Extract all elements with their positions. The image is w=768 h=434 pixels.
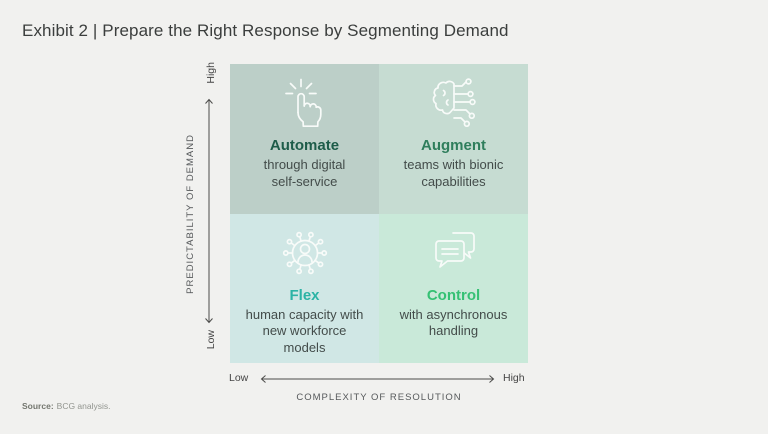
source-text: BCG analysis.	[56, 401, 111, 411]
x-axis-high-label: High	[503, 372, 525, 384]
quadrant-title: Flex	[289, 286, 320, 304]
source-note: Source:BCG analysis.	[22, 401, 111, 411]
y-axis-low-label: Low	[205, 330, 217, 350]
quadrant-control: Control with asynchronous handling	[379, 213, 528, 363]
brain-circuit-icon	[426, 73, 482, 133]
quadrant-flex: Flex human capacity with new workforce m…	[230, 213, 379, 363]
quadrant-title: Control	[426, 286, 481, 304]
chat-bubbles-icon	[426, 223, 482, 283]
quadrant-matrix: Automate through digital self-service	[230, 64, 528, 363]
y-axis-arrow	[203, 94, 215, 333]
source-label: Source:	[22, 401, 54, 411]
tap-finger-icon	[277, 73, 333, 133]
quadrant-description: with asynchronous handling	[399, 306, 508, 339]
exhibit-title: Exhibit 2 | Prepare the Right Response b…	[22, 21, 509, 40]
quadrant-description: human capacity with new workforce models	[245, 306, 364, 355]
quadrant-augment: Augment teams with bionic capabilities	[379, 64, 528, 214]
y-axis-title: PREDICTABILITY OF DEMAND	[185, 64, 196, 363]
y-axis-high-label: High	[205, 62, 217, 84]
quadrant-description: through digital self-service	[263, 157, 346, 189]
y-axis-title-text: PREDICTABILITY OF DEMAND	[185, 133, 196, 294]
quadrant-title: Automate	[269, 137, 340, 154]
x-axis-arrow	[256, 372, 499, 390]
quadrant-description: teams with bionic capabilities	[403, 157, 504, 189]
x-axis-low-label: Low	[229, 372, 249, 384]
x-axis-title: COMPLEXITY OF RESOLUTION	[296, 392, 462, 403]
person-network-icon	[277, 223, 333, 283]
quadrant-automate: Automate through digital self-service	[230, 64, 379, 214]
quadrant-title: Augment	[421, 137, 486, 154]
